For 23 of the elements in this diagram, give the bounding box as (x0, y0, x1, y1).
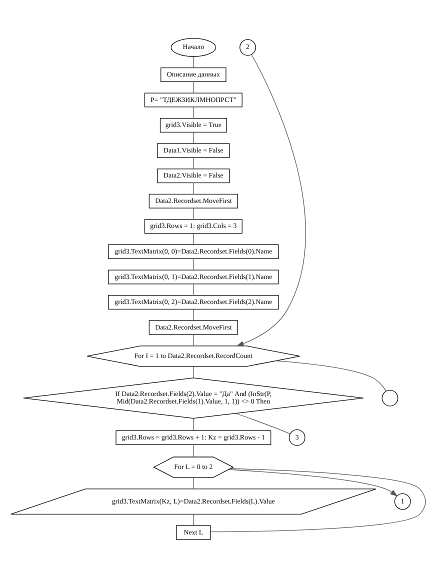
connector (276, 360, 387, 391)
connector (193, 418, 194, 430)
connector (193, 207, 194, 220)
connector (193, 232, 194, 245)
connector (210, 468, 426, 532)
connector (193, 80, 194, 93)
connector (193, 131, 194, 144)
connector (193, 513, 194, 526)
arrow (236, 54, 306, 346)
connector (193, 156, 194, 169)
connector (236, 412, 290, 434)
connector (193, 283, 194, 296)
arrow (228, 468, 398, 496)
connector (193, 334, 194, 346)
connector (193, 106, 194, 118)
connector (193, 308, 194, 320)
connector (193, 258, 194, 270)
connector (193, 182, 194, 194)
connector (193, 444, 194, 457)
connector (193, 366, 194, 378)
connector (193, 476, 194, 489)
connector (193, 56, 194, 68)
node-circle (382, 389, 398, 406)
